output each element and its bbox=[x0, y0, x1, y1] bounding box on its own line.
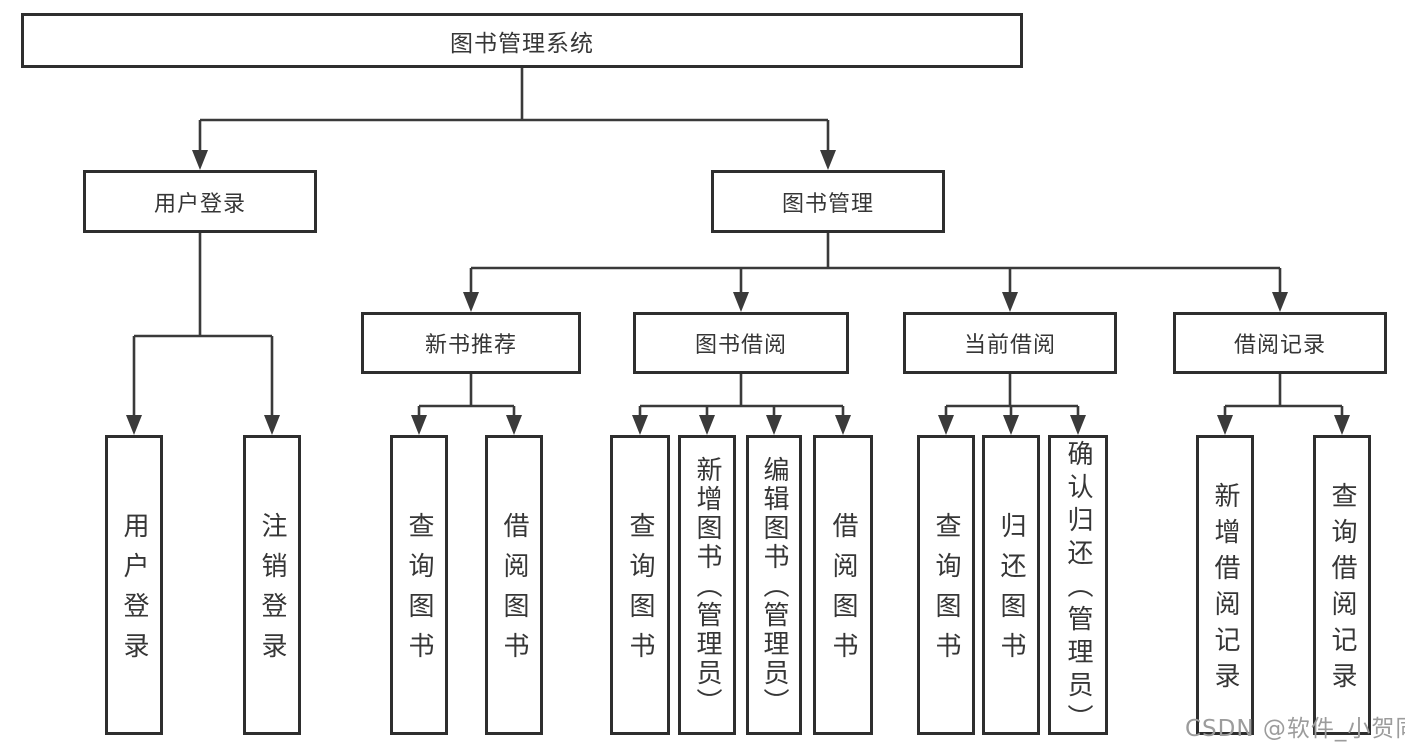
leaf-borrow-edit-books-admin: 编辑图书（管理员） bbox=[746, 435, 802, 735]
leaf-current-return-books: 归还图书 bbox=[982, 435, 1040, 735]
node-borrow-records: 借阅记录 bbox=[1173, 312, 1387, 374]
leaf-logout-label: 注销登录 bbox=[257, 512, 287, 672]
leaf-borrow-query-books-label: 查询图书 bbox=[625, 512, 655, 672]
leaf-user-login: 用户登录 bbox=[105, 435, 163, 735]
leaf-borrow-borrow-books: 借阅图书 bbox=[813, 435, 873, 735]
leaf-current-query-books: 查询图书 bbox=[917, 435, 975, 735]
leaf-records-query-record-label: 查询借阅记录 bbox=[1327, 482, 1357, 698]
leaf-recommend-query-books: 查询图书 bbox=[390, 435, 448, 735]
leaf-records-add-record: 新增借阅记录 bbox=[1196, 435, 1254, 735]
leaf-borrow-query-books: 查询图书 bbox=[610, 435, 670, 735]
leaf-borrow-add-books-admin: 新增图书（管理员） bbox=[678, 435, 736, 735]
node-book-borrow: 图书借阅 bbox=[633, 312, 849, 374]
leaf-recommend-borrow-books-label: 借阅图书 bbox=[499, 512, 529, 672]
node-book-management: 图书管理 bbox=[711, 170, 945, 233]
leaf-recommend-query-books-label: 查询图书 bbox=[404, 512, 434, 672]
leaf-borrow-edit-books-admin-label: 编辑图书（管理员） bbox=[759, 456, 789, 717]
leaf-borrow-borrow-books-label: 借阅图书 bbox=[828, 512, 858, 672]
node-user-login: 用户登录 bbox=[83, 170, 317, 233]
leaf-recommend-borrow-books: 借阅图书 bbox=[485, 435, 543, 735]
leaf-current-confirm-return-admin-label: 确认归还（管理员） bbox=[1063, 440, 1093, 737]
leaf-borrow-add-books-admin-label: 新增图书（管理员） bbox=[692, 456, 722, 717]
csdn-watermark: CSDN @软件_小贺同学 bbox=[1185, 716, 1405, 742]
leaf-records-query-record: 查询借阅记录 bbox=[1313, 435, 1371, 735]
leaf-logout: 注销登录 bbox=[243, 435, 301, 735]
leaf-user-login-label: 用户登录 bbox=[119, 512, 149, 672]
leaf-current-query-books-label: 查询图书 bbox=[931, 512, 961, 672]
node-root-library-management-system: 图书管理系统 bbox=[21, 13, 1023, 68]
node-current-borrow: 当前借阅 bbox=[903, 312, 1117, 374]
leaf-records-add-record-label: 新增借阅记录 bbox=[1210, 482, 1240, 698]
node-new-book-recommend: 新书推荐 bbox=[361, 312, 581, 374]
leaf-current-confirm-return-admin: 确认归还（管理员） bbox=[1048, 435, 1108, 737]
leaf-current-return-books-label: 归还图书 bbox=[996, 512, 1026, 672]
